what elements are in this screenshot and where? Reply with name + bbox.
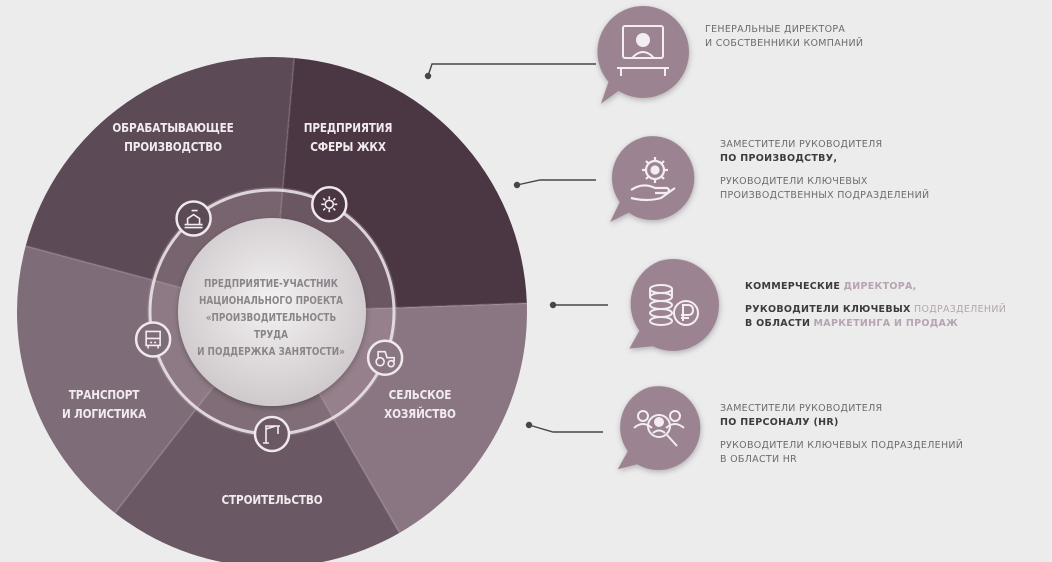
audience-text-commercial: КОММЕРЧЕСКИЕ ДИРЕКТОРА, РУКОВОДИТЕЛИ КЛЮ…: [745, 280, 1006, 331]
bus-icon: [134, 321, 172, 358]
segment-label-line: СТРОИТЕЛЬСТВО: [221, 492, 323, 507]
ring-icons: [134, 186, 404, 453]
audience-line: РУКОВОДИТЕЛИ КЛЮЧЕВЫХ: [745, 304, 911, 315]
center-caption: ПРЕДПРИЯТИЕ-УЧАСТНИК НАЦИОНАЛЬНОГО ПРОЕК…: [191, 276, 351, 361]
marker-production: [610, 136, 695, 223]
audience-line: ГЕНЕРАЛЬНЫЕ ДИРЕКТОРА: [705, 24, 846, 35]
audience-line: ПО ПРОИЗВОДСТВУ,: [720, 153, 838, 164]
segment-label-construction: СТРОИТЕЛЬСТВО: [213, 490, 331, 509]
hr-search-icon: [633, 410, 685, 447]
connectors: [424, 63, 608, 433]
connector-4-dot: [525, 421, 533, 429]
audience-line: ПРОИЗВОДСТВЕННЫХ ПОДРАЗДЕЛЕНИЙ: [720, 190, 930, 201]
audience-markers: [597, 6, 719, 471]
audience-text-hr: ЗАМЕСТИТЕЛИ РУКОВОДИТЕЛЯ ПО ПЕРСОНАЛУ (H…: [720, 402, 963, 467]
audience-line: ДИРЕКТОРА,: [843, 281, 917, 292]
segment-label-line: ПРОИЗВОДСТВО: [124, 139, 222, 154]
coins-ruble-icon: [649, 284, 699, 326]
center-disc: [178, 218, 366, 406]
center-line: И ПОДДЕРЖКА ЗАНЯТОСТИ»: [197, 346, 345, 358]
marker-director: [597, 6, 689, 104]
gear-icon: [311, 186, 348, 223]
audience-line: В ОБЛАСТИ HR: [720, 454, 798, 465]
audience-line: ЗАМЕСТИТЕЛИ РУКОВОДИТЕЛЯ: [720, 403, 883, 414]
connector-2: [516, 179, 596, 186]
segment-label-agriculture: СЕЛЬСКОЕ ХОЗЯЙСТВО: [378, 385, 462, 423]
center-line: НАЦИОНАЛЬНОГО ПРОЕКТА: [198, 295, 344, 307]
center-line: «ПРОИЗВОДИТЕЛЬНОСТЬ ТРУДА: [205, 312, 337, 341]
segment-label-line: СФЕРЫ ЖКХ: [310, 139, 386, 154]
segment-label-line: И ЛОГИСТИКА: [61, 406, 147, 421]
audience-line: МАРКЕТИНГА И ПРОДАЖ: [813, 318, 959, 329]
audience-text-production: ЗАМЕСТИТЕЛИ РУКОВОДИТЕЛЯ ПО ПРОИЗВОДСТВУ…: [720, 138, 929, 203]
tractor-icon: [366, 339, 404, 376]
connector-4: [528, 424, 603, 433]
connector-1-dot: [424, 72, 432, 80]
conveyor-icon: [175, 200, 212, 237]
audience-line: РУКОВОДИТЕЛИ КЛЮЧЕВЫХ ПОДРАЗДЕЛЕНИЙ: [720, 440, 964, 451]
segment-label-line: СЕЛЬСКОЕ: [388, 387, 452, 402]
segment-label-line: ПРЕДПРИЯТИЯ: [303, 120, 393, 135]
crane-icon: [253, 415, 291, 453]
segment-label-line: ХОЗЯЙСТВО: [384, 406, 456, 421]
audience-line: ЗАМЕСТИТЕЛИ РУКОВОДИТЕЛЯ: [720, 139, 883, 150]
marker-hr: [617, 386, 701, 471]
audience-line: ПО ПЕРСОНАЛУ (HR): [720, 417, 839, 428]
segment-label-manufacturing: ОБРАБАТЫВАЮЩЕЕ ПРОИЗВОДСТВО: [110, 118, 236, 156]
segment-label-utilities: ПРЕДПРИЯТИЯ СФЕРЫ ЖКХ: [298, 118, 399, 156]
audience-line: В ОБЛАСТИ: [745, 318, 811, 329]
segment-label-line: ОБРАБАТЫВАЮЩЕЕ: [112, 120, 234, 135]
audience-text-directors: ГЕНЕРАЛЬНЫЕ ДИРЕКТОРА И СОБСТВЕННИКИ КОМ…: [705, 23, 863, 51]
connector-2-dot: [513, 181, 521, 189]
segment-label-line: ТРАНСПОРТ: [68, 387, 140, 402]
gear-hand-icon: [630, 157, 676, 202]
audience-line: И СОБСТВЕННИКИ КОМПАНИЙ: [705, 38, 864, 49]
audience-line: ПОДРАЗДЕЛЕНИЙ: [914, 304, 1007, 315]
center-line: ПРЕДПРИЯТИЕ-УЧАСТНИК: [203, 278, 339, 290]
connector-1: [427, 63, 596, 77]
connector-3-dot: [549, 301, 557, 309]
audience-line: РУКОВОДИТЕЛИ КЛЮЧЕВЫХ: [720, 176, 868, 187]
marker-commercial: [629, 259, 719, 351]
audience-line: КОММЕРЧЕСКИЕ: [745, 281, 841, 292]
segment-label-transport: ТРАНСПОРТ И ЛОГИСТИКА: [54, 385, 155, 423]
director-icon: [617, 25, 669, 76]
